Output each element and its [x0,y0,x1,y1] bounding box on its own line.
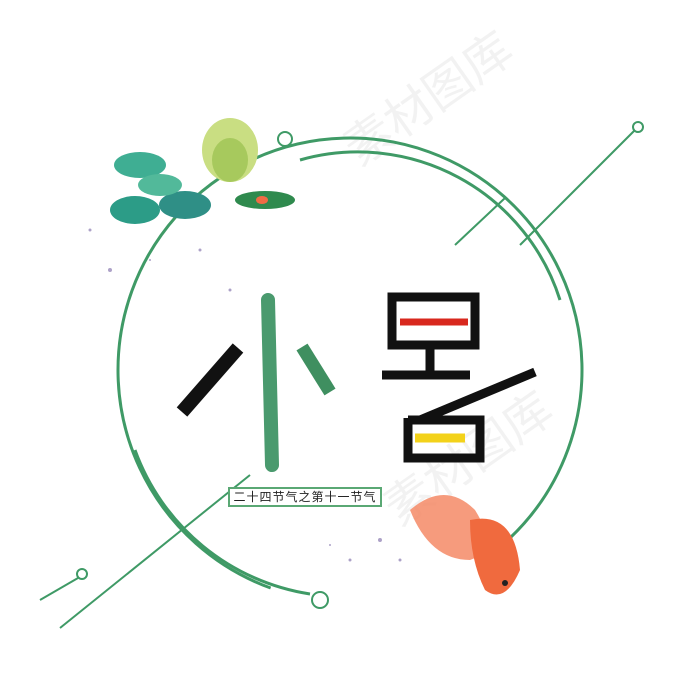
node-circle [311,591,329,609]
inner-arc-top [299,150,562,301]
goldfish-illustration [410,495,520,595]
character-shu [382,292,537,463]
inner-arc-bottom [133,449,311,596]
lotus-illustration [110,118,295,224]
main-circle [116,136,584,604]
subtitle-box: 二十四节气之第十一节气 [228,487,382,507]
diagonal-line-bottom [59,474,251,629]
node-circle [277,131,293,147]
character-xiao [176,293,336,472]
node-circle [76,568,88,580]
node-circle [632,121,644,133]
diagonal-line-top [519,130,635,246]
ring-frame [39,121,644,629]
ink-dots [88,228,402,562]
